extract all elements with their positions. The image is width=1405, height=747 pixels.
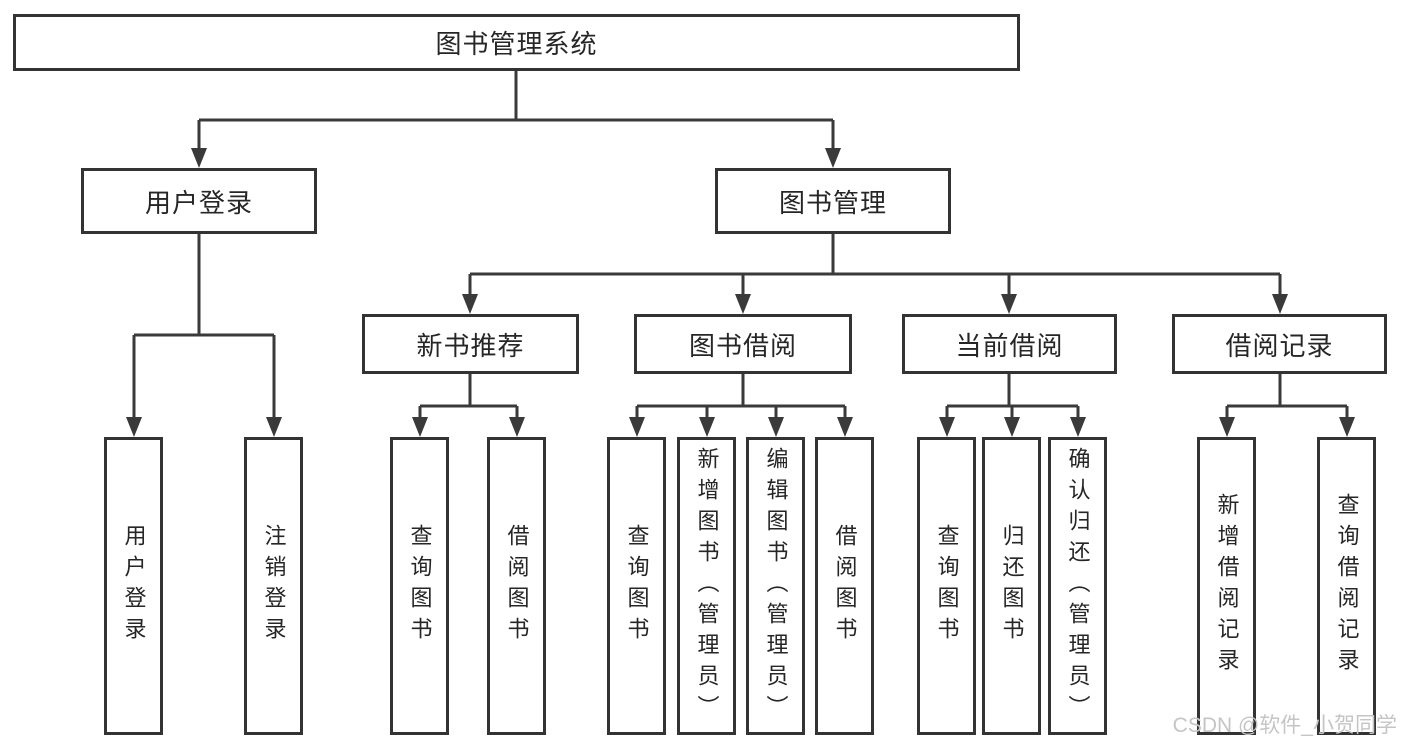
- connector-borrow-record-children: [1219, 374, 1355, 437]
- node-leaf-current-query: 查询图书: [917, 437, 976, 735]
- node-leaf-logout: 注销登录: [244, 437, 303, 735]
- node-leaf-record-add-label: 新增借阅记录: [1214, 493, 1240, 679]
- node-book-borrow-label: 图书借阅: [688, 330, 797, 361]
- node-user-login: 用户登录: [81, 168, 317, 234]
- connector-root-to-level2: [191, 71, 841, 168]
- node-leaf-current-return: 归还图书: [982, 437, 1041, 735]
- node-book-mgmt: 图书管理: [715, 168, 951, 234]
- node-leaf-newbook-borrow-label: 借阅图书: [504, 524, 530, 648]
- node-leaf-current-confirm: 确认归还（管理员）: [1048, 437, 1107, 735]
- node-leaf-borrow-edit: 编辑图书（管理员）: [746, 437, 805, 735]
- node-leaf-borrow-add-label: 新增图书（管理员）: [694, 446, 720, 726]
- node-current-borrow-label: 当前借阅: [955, 330, 1064, 361]
- node-leaf-record-add: 新增借阅记录: [1197, 437, 1256, 735]
- node-leaf-newbook-borrow: 借阅图书: [487, 437, 546, 735]
- node-leaf-newbook-query-label: 查询图书: [407, 524, 433, 648]
- node-book-borrow: 图书借阅: [634, 314, 852, 374]
- node-leaf-borrow-query: 查询图书: [607, 437, 666, 735]
- node-borrow-record: 借阅记录: [1172, 314, 1387, 374]
- node-root-label: 图书管理系统: [435, 29, 598, 59]
- node-user-login-label: 用户登录: [144, 187, 253, 218]
- connector-new-book-children: [412, 374, 525, 437]
- node-leaf-logout-label: 注销登录: [261, 524, 287, 648]
- node-borrow-record-label: 借阅记录: [1225, 330, 1334, 361]
- node-leaf-record-query: 查询借阅记录: [1317, 437, 1376, 735]
- connector-book-borrow-children: [629, 374, 853, 437]
- node-leaf-borrow-borrow: 借阅图书: [815, 437, 874, 735]
- node-leaf-user-login-label: 用户登录: [121, 524, 147, 648]
- node-book-mgmt-label: 图书管理: [778, 187, 887, 218]
- node-root: 图书管理系统: [13, 14, 1020, 71]
- node-leaf-newbook-query: 查询图书: [390, 437, 449, 735]
- node-leaf-current-return-label: 归还图书: [999, 524, 1025, 648]
- node-new-book-label: 新书推荐: [416, 330, 525, 361]
- node-leaf-current-query-label: 查询图书: [934, 524, 960, 648]
- connector-user-login-children: [126, 234, 282, 437]
- node-leaf-borrow-edit-label: 编辑图书（管理员）: [763, 446, 789, 726]
- node-leaf-current-confirm-label: 确认归还（管理员）: [1065, 446, 1091, 726]
- node-leaf-borrow-add: 新增图书（管理员）: [677, 437, 736, 735]
- node-leaf-borrow-borrow-label: 借阅图书: [832, 524, 858, 648]
- node-new-book: 新书推荐: [362, 314, 579, 374]
- node-leaf-user-login: 用户登录: [104, 437, 163, 735]
- node-leaf-borrow-query-label: 查询图书: [624, 524, 650, 648]
- connector-current-borrow-children: [939, 374, 1086, 437]
- connector-book-mgmt-children: [462, 234, 1288, 314]
- node-leaf-record-query-label: 查询借阅记录: [1334, 493, 1360, 679]
- node-current-borrow: 当前借阅: [902, 314, 1117, 374]
- watermark-text: CSDN @软件_小贺同学: [1172, 714, 1397, 737]
